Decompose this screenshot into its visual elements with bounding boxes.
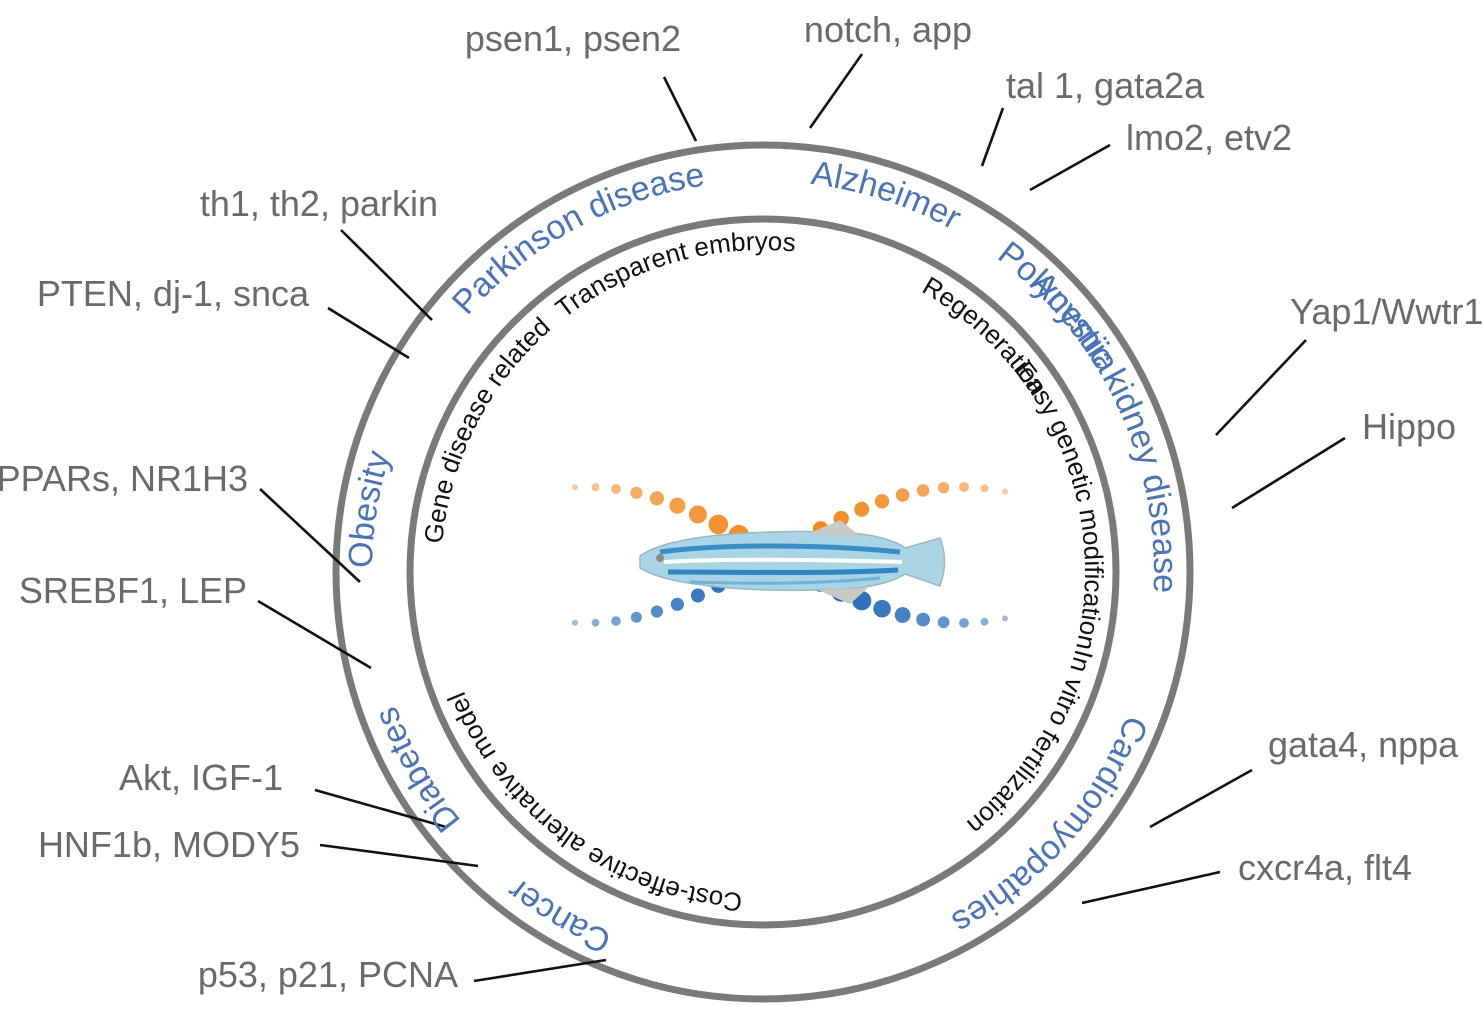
helix-dot xyxy=(688,505,707,524)
helix-dot xyxy=(690,588,705,603)
gene-labels: psen1, psen2 notch, app tal 1, gata2a lm… xyxy=(0,9,1483,995)
gene-label: Yap1/Wwtr1 xyxy=(1290,291,1483,332)
helix-dot xyxy=(670,597,685,611)
helix-dot xyxy=(937,616,950,629)
feature-easy-genetic-modification: Easy genetic modification xyxy=(1009,355,1109,653)
inner-ring xyxy=(406,215,1120,929)
feature-transparent-embryos: Transparent embryos xyxy=(550,226,797,323)
gene-label: notch, app xyxy=(804,9,972,50)
helix-dot xyxy=(894,607,911,623)
helix-dot xyxy=(916,612,930,627)
fish-stripe xyxy=(667,567,899,575)
leader-cxcr4a xyxy=(1081,870,1221,905)
leader-lines xyxy=(257,53,1346,983)
leader-p53 xyxy=(473,958,607,983)
helix-dot xyxy=(980,484,989,493)
fish-stripe xyxy=(663,557,903,564)
leader-tal1 xyxy=(980,107,1005,167)
helix-dot xyxy=(611,616,621,626)
zebrafish-icon xyxy=(639,520,946,604)
gene-label: PPARs, NR1H3 xyxy=(0,458,248,499)
helix-dot xyxy=(591,618,600,627)
leader-lmo2 xyxy=(1029,143,1111,192)
helix-dot xyxy=(669,497,686,514)
gene-label: tal 1, gata2a xyxy=(1006,65,1205,106)
fish-eye xyxy=(656,554,664,562)
helix-dot xyxy=(572,484,578,491)
helix-dot xyxy=(591,483,600,492)
leader-akt xyxy=(314,788,447,829)
zebrafish-dna-helix-icon xyxy=(572,482,1008,629)
helix-dot xyxy=(959,482,969,492)
helix-dot xyxy=(854,501,870,517)
gene-label: gata4, nppa xyxy=(1268,724,1459,765)
gene-label: Hippo xyxy=(1362,406,1456,447)
helix-dot xyxy=(649,491,665,506)
helix-dot xyxy=(895,488,910,502)
gene-label: PTEN, dj-1, snca xyxy=(37,273,310,314)
helix-dot xyxy=(937,482,950,494)
helix-dot xyxy=(630,486,643,499)
fish-dorsal-fin xyxy=(808,520,860,536)
helix-dot xyxy=(650,605,664,618)
leader-ppars xyxy=(259,488,361,583)
helix-dot xyxy=(611,484,621,494)
leader-hnf1b xyxy=(319,843,479,868)
gene-label: p53, p21, PCNA xyxy=(198,954,458,995)
leader-yap1 xyxy=(1215,339,1307,436)
helix-dot xyxy=(1002,615,1008,622)
fish-anal-fin xyxy=(818,588,868,604)
leader-gata4 xyxy=(1149,768,1253,829)
helix-dot xyxy=(1002,488,1008,495)
leader-srebf1 xyxy=(257,599,372,670)
helix-dot xyxy=(708,514,729,535)
fish-stripe xyxy=(689,576,881,585)
leader-hippo xyxy=(1231,436,1346,510)
gene-label: lmo2, etv2 xyxy=(1126,117,1292,158)
leader-psen xyxy=(662,76,698,142)
gene-label: SREBF1, LEP xyxy=(19,570,247,611)
helix-dot xyxy=(873,599,891,618)
gene-label: psen1, psen2 xyxy=(465,18,681,59)
leader-pten xyxy=(327,306,410,360)
outer-ring xyxy=(332,141,1194,1003)
fish-stripe xyxy=(659,543,901,555)
helix-dot xyxy=(959,618,969,628)
helix-dot xyxy=(980,617,989,626)
helix-dot xyxy=(916,484,930,497)
gene-label: Akt, IGF-1 xyxy=(119,757,283,798)
helix-dot xyxy=(630,611,642,623)
leader-th1 xyxy=(340,229,433,321)
helix-dot xyxy=(874,494,890,509)
gene-label: cxcr4a, flt4 xyxy=(1238,847,1412,888)
leader-notch xyxy=(808,53,864,129)
gene-label: th1, th2, parkin xyxy=(200,183,438,224)
helix-dot xyxy=(572,619,578,626)
gene-label: HNF1b, MODY5 xyxy=(38,824,300,865)
